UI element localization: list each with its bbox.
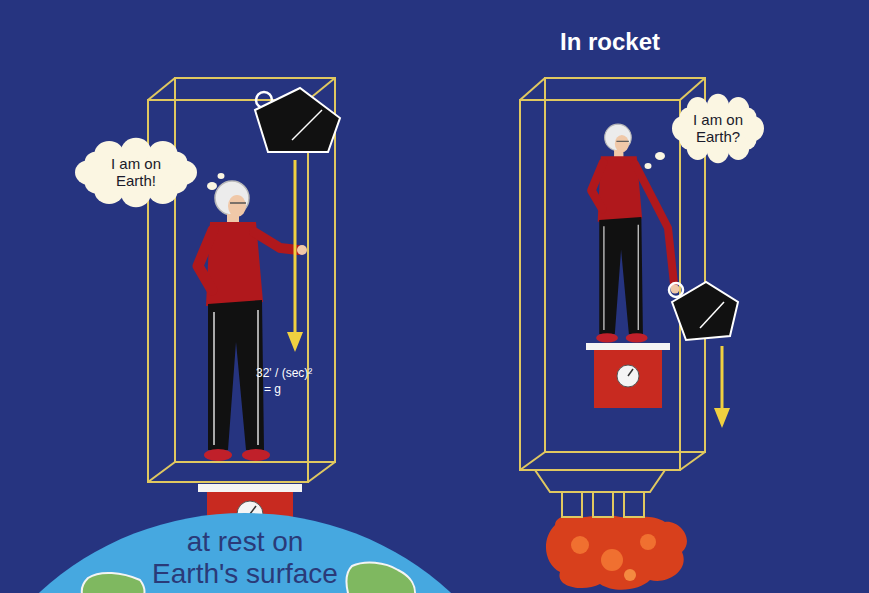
thought-dot: [645, 163, 652, 169]
rocket-flame: [546, 515, 687, 590]
weight-highlight: [292, 110, 322, 140]
acceleration-label: 32' / (sec)²: [256, 366, 312, 380]
thought-bubble: I am on Earth!: [75, 141, 197, 204]
person-hand: [297, 245, 307, 255]
earth-caption: at rest on Earth's surface: [145, 526, 345, 590]
thought-bubble: I am on Earth?: [672, 97, 764, 160]
earth: [0, 513, 535, 593]
scale-plate: [198, 484, 302, 492]
weight: [672, 282, 738, 340]
weight-handle: [669, 283, 683, 297]
continent: [82, 573, 145, 593]
cloud-bump: [75, 160, 104, 185]
panel-heading: In rocket: [560, 28, 660, 56]
thought-text: I am on Earth?: [686, 111, 750, 146]
box-edge: [680, 452, 705, 470]
cloud-bump: [742, 116, 764, 141]
scale-needle: [628, 369, 633, 376]
earth-node: at rest on Earth's surface: [20, 513, 480, 593]
box-edge: [148, 78, 175, 100]
box-front: [520, 100, 680, 470]
thought-dot: [655, 152, 665, 160]
thought-dot: [207, 182, 217, 190]
rocket-nozzle: [624, 492, 644, 517]
person-arm: [635, 164, 674, 284]
person: [591, 124, 647, 342]
rocket-nozzle: [593, 492, 613, 517]
person: [198, 181, 270, 461]
box-edge: [308, 462, 335, 482]
rocket-nozzle: [562, 492, 582, 517]
cloud-bump: [168, 160, 197, 185]
arrow-head: [287, 332, 303, 352]
box-edge: [148, 462, 175, 482]
weight: [255, 88, 340, 152]
continent: [347, 563, 416, 593]
scale-needle: [250, 506, 256, 514]
flame-spot: [571, 536, 589, 554]
acceleration-arrow: [721, 346, 724, 410]
thought-dot: [218, 173, 225, 179]
flame-spot: [601, 549, 623, 571]
rocket-skirt: [535, 470, 665, 492]
scale-dial: [617, 365, 639, 387]
cloud-bump: [672, 116, 694, 141]
arrow-head: [714, 408, 730, 428]
person-arm: [254, 232, 298, 250]
flame-spot: [624, 569, 636, 581]
acceleration-arrow: [294, 160, 297, 334]
flame-spot: [640, 534, 656, 550]
thought-text: I am on Earth!: [89, 155, 183, 190]
g-label: = g: [264, 382, 281, 396]
box-edge: [520, 452, 545, 470]
weight-highlight: [700, 302, 724, 328]
box-frame: [520, 78, 705, 470]
box-edge: [520, 78, 545, 100]
scale-base: [594, 350, 662, 408]
box-front: [148, 100, 308, 482]
flame: [546, 515, 687, 590]
box-edge: [680, 78, 705, 100]
scale-plate: [586, 343, 670, 350]
